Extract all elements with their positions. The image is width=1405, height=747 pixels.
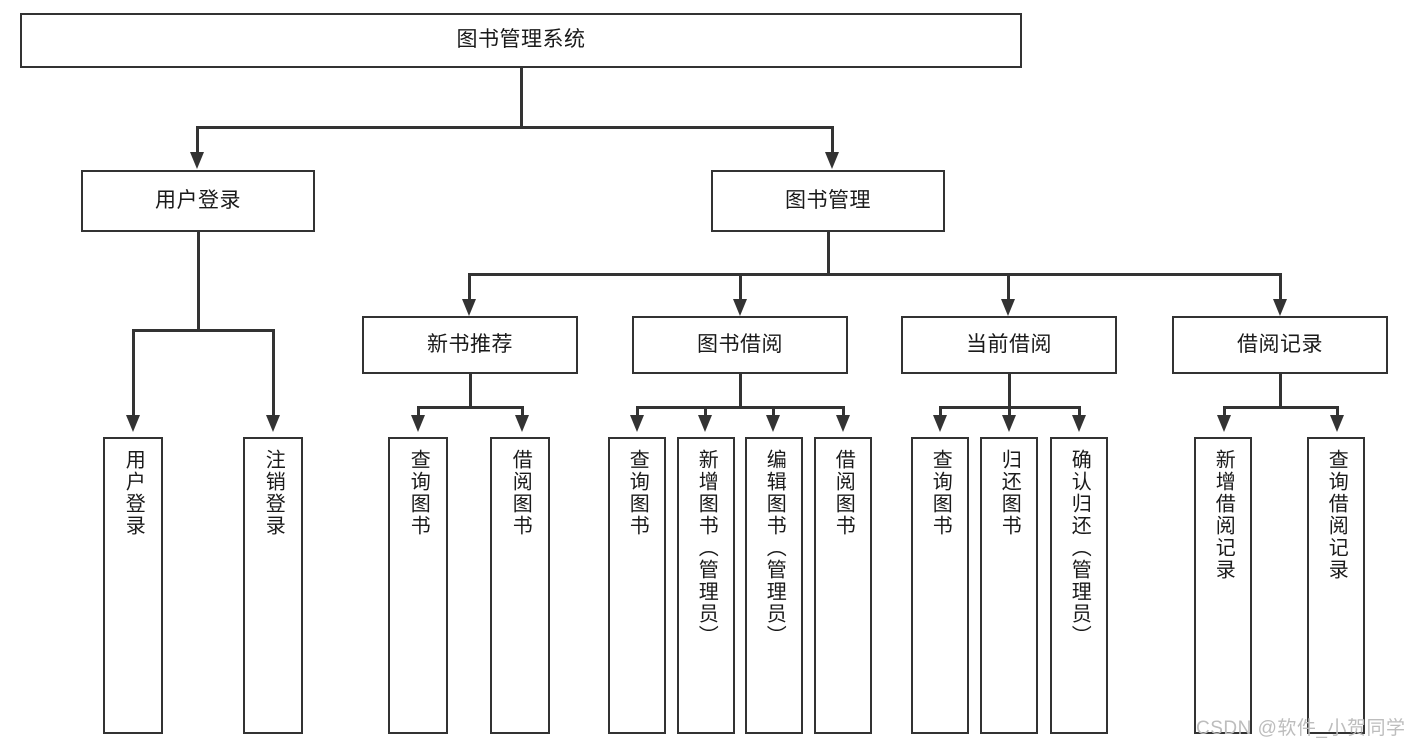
- leaf-label: 确认归还（管理员）: [1068, 449, 1091, 647]
- edge-user-login-to-leaf-2: [272, 329, 275, 417]
- node-label: 图书借阅: [697, 332, 783, 356]
- edge-current-borrow-to-leaf-2: [1008, 406, 1011, 418]
- leaf-label: 归还图书: [998, 449, 1021, 537]
- watermark-text: CSDN @软件_小贺同学: [1196, 718, 1405, 739]
- arrow-to-book-manage: [825, 152, 839, 169]
- leaf-label: 注销登录: [262, 449, 285, 537]
- edge-user-login-stem: [197, 232, 200, 330]
- edge-book-borrow-to-leaf-4: [842, 406, 845, 418]
- leaf-borrow-book-recommend[interactable]: 借阅图书: [490, 437, 550, 734]
- node-label: 图书管理: [785, 188, 871, 212]
- leaf-add-book-admin[interactable]: 新增图书（管理员）: [677, 437, 735, 734]
- node-new-book-recommend[interactable]: 新书推荐: [362, 316, 578, 374]
- leaf-borrow-book[interactable]: 借阅图书: [814, 437, 872, 734]
- edge-current-borrow-to-leaf-3: [1078, 406, 1081, 418]
- edge-root-to-book-manage: [831, 126, 834, 154]
- edge-book-manage-to-new-book: [468, 273, 471, 301]
- arrow-to-leaf-return-book: [1002, 415, 1016, 432]
- node-current-borrow[interactable]: 当前借阅: [901, 316, 1117, 374]
- leaf-label: 查询图书: [626, 449, 649, 537]
- edge-root-to-user-login: [196, 126, 199, 154]
- leaf-edit-book-admin[interactable]: 编辑图书（管理员）: [745, 437, 803, 734]
- node-label: 图书管理系统: [456, 28, 586, 52]
- leaf-label: 新增借阅记录: [1212, 449, 1235, 581]
- leaf-add-borrow-record[interactable]: 新增借阅记录: [1194, 437, 1252, 734]
- node-root-system[interactable]: 图书管理系统: [20, 13, 1022, 68]
- leaf-query-book-recommend[interactable]: 查询图书: [388, 437, 448, 734]
- arrow-to-borrow-record: [1273, 299, 1287, 316]
- leaf-label: 查询图书: [929, 449, 952, 537]
- arrow-to-leaf-query-book-1: [411, 415, 425, 432]
- edge-current-borrow-to-leaf-1: [939, 406, 942, 418]
- edge-book-borrow-to-leaf-1: [636, 406, 639, 418]
- arrow-to-book-borrow: [733, 299, 747, 316]
- node-book-manage[interactable]: 图书管理: [711, 170, 945, 232]
- edge-new-book-bar: [418, 406, 524, 409]
- leaf-label: 新增图书（管理员）: [695, 449, 718, 647]
- edge-book-manage-bar: [469, 273, 1282, 276]
- leaf-logout[interactable]: 注销登录: [243, 437, 303, 734]
- leaf-query-borrow-record[interactable]: 查询借阅记录: [1307, 437, 1365, 734]
- edge-borrow-record-to-leaf-1: [1223, 406, 1226, 418]
- arrow-to-leaf-logout: [266, 415, 280, 432]
- edge-current-borrow-stem: [1008, 374, 1011, 407]
- leaf-confirm-return-admin[interactable]: 确认归还（管理员）: [1050, 437, 1108, 734]
- edge-borrow-record-bar: [1224, 406, 1338, 409]
- node-borrow-record[interactable]: 借阅记录: [1172, 316, 1388, 374]
- arrow-to-leaf-query-record: [1330, 415, 1344, 432]
- edge-new-book-to-leaf-2: [521, 406, 524, 418]
- edge-book-borrow-to-leaf-2: [704, 406, 707, 418]
- node-label: 借阅记录: [1237, 332, 1323, 356]
- edge-borrow-record-to-leaf-2: [1336, 406, 1339, 418]
- node-label: 用户登录: [155, 188, 241, 212]
- node-label: 新书推荐: [427, 332, 513, 356]
- arrow-to-leaf-query-book-2: [630, 415, 644, 432]
- arrow-to-current-borrow: [1001, 299, 1015, 316]
- leaf-query-book-borrow[interactable]: 查询图书: [608, 437, 666, 734]
- arrow-to-leaf-add-record: [1217, 415, 1231, 432]
- node-book-borrow[interactable]: 图书借阅: [632, 316, 848, 374]
- leaf-label: 借阅图书: [509, 449, 532, 537]
- arrow-to-leaf-borrow-book-1: [515, 415, 529, 432]
- edge-user-login-bar: [133, 329, 275, 332]
- arrow-to-leaf-borrow-book-2: [836, 415, 850, 432]
- edge-root-stem: [520, 68, 523, 127]
- edge-user-login-to-leaf-1: [132, 329, 135, 417]
- leaf-label: 查询借阅记录: [1325, 449, 1348, 581]
- edge-book-borrow-to-leaf-3: [772, 406, 775, 418]
- leaf-label: 查询图书: [407, 449, 430, 537]
- arrow-to-user-login: [190, 152, 204, 169]
- edge-new-book-stem: [469, 374, 472, 407]
- node-user-login[interactable]: 用户登录: [81, 170, 315, 232]
- edge-book-borrow-stem: [739, 374, 742, 407]
- leaf-query-book-current[interactable]: 查询图书: [911, 437, 969, 734]
- edge-book-borrow-bar: [637, 406, 845, 409]
- leaf-user-login[interactable]: 用户登录: [103, 437, 163, 734]
- edge-book-manage-to-current-borrow: [1007, 273, 1010, 301]
- arrow-to-leaf-confirm-return: [1072, 415, 1086, 432]
- arrow-to-leaf-user-login: [126, 415, 140, 432]
- edge-new-book-to-leaf-1: [417, 406, 420, 418]
- leaf-return-book[interactable]: 归还图书: [980, 437, 1038, 734]
- node-label: 当前借阅: [966, 332, 1052, 356]
- edge-book-manage-stem: [827, 232, 830, 274]
- edge-borrow-record-stem: [1279, 374, 1282, 407]
- leaf-label: 编辑图书（管理员）: [763, 449, 786, 647]
- arrow-to-leaf-query-book-3: [933, 415, 947, 432]
- edge-current-borrow-bar: [940, 406, 1081, 409]
- edge-root-bar: [197, 126, 834, 129]
- arrow-to-leaf-add-book: [698, 415, 712, 432]
- arrow-to-leaf-edit-book: [766, 415, 780, 432]
- edge-book-manage-to-book-borrow: [739, 273, 742, 301]
- arrow-to-new-book-recommend: [462, 299, 476, 316]
- leaf-label: 借阅图书: [832, 449, 855, 537]
- leaf-label: 用户登录: [122, 449, 145, 537]
- edge-book-manage-to-borrow-record: [1279, 273, 1282, 301]
